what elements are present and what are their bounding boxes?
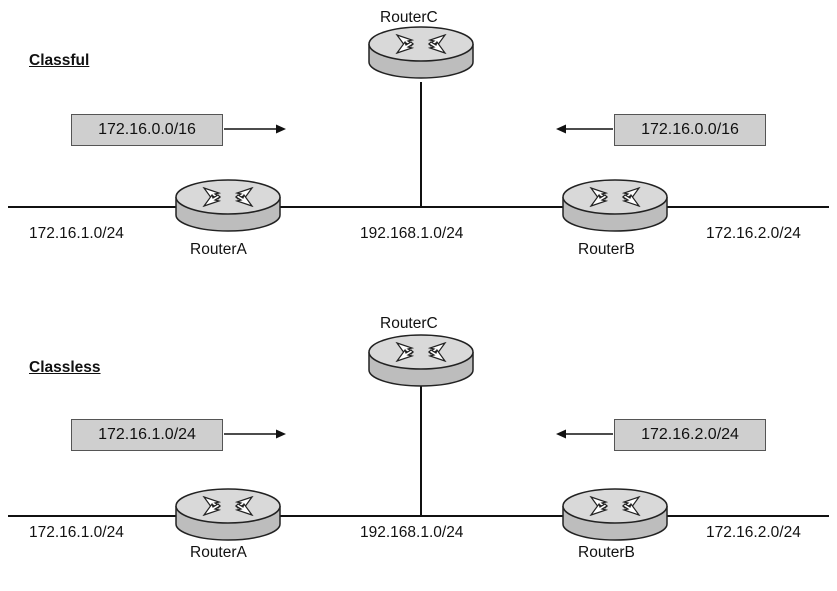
middle-network-label: 192.168.1.0/24	[360, 524, 464, 541]
middle-network-label: 192.168.1.0/24	[360, 225, 464, 242]
classless-panel: Classless 172.16.1.0/24 172.16.2.0/24	[0, 310, 837, 591]
right-advertisement-box: 172.16.0.0/16	[614, 114, 766, 146]
arrow-right-head	[276, 124, 286, 134]
right-network-label: 172.16.2.0/24	[706, 524, 801, 541]
arrow-left-head	[556, 429, 566, 439]
routerA-icon	[175, 179, 281, 232]
routerB-icon	[562, 488, 668, 541]
routerA-label: RouterA	[190, 544, 247, 561]
right-advertisement-box: 172.16.2.0/24	[614, 419, 766, 451]
right-network-label: 172.16.2.0/24	[706, 225, 801, 242]
classless-heading: Classless	[29, 359, 101, 376]
classful-panel: Classful 172.16.0.0/16 172.16.0.0/16	[0, 0, 837, 281]
routerB-label: RouterB	[578, 241, 635, 258]
arrow-left-head	[556, 124, 566, 134]
arrow-right-head	[276, 429, 286, 439]
classful-heading: Classful	[29, 52, 90, 69]
routerA-label: RouterA	[190, 241, 247, 258]
left-advertisement-box: 172.16.0.0/16	[71, 114, 223, 146]
routerC-icon	[368, 334, 474, 387]
routerA-icon	[175, 488, 281, 541]
routerB-label: RouterB	[578, 544, 635, 561]
left-network-label: 172.16.1.0/24	[29, 524, 124, 541]
left-network-label: 172.16.1.0/24	[29, 225, 124, 242]
routerC-label: RouterC	[380, 9, 438, 26]
routerB-icon	[562, 179, 668, 232]
routerC-label: RouterC	[380, 315, 438, 332]
routerC-icon	[368, 26, 474, 79]
classless-topology-lines	[8, 386, 829, 517]
classful-topology-lines	[8, 82, 829, 208]
left-advertisement-box: 172.16.1.0/24	[71, 419, 223, 451]
